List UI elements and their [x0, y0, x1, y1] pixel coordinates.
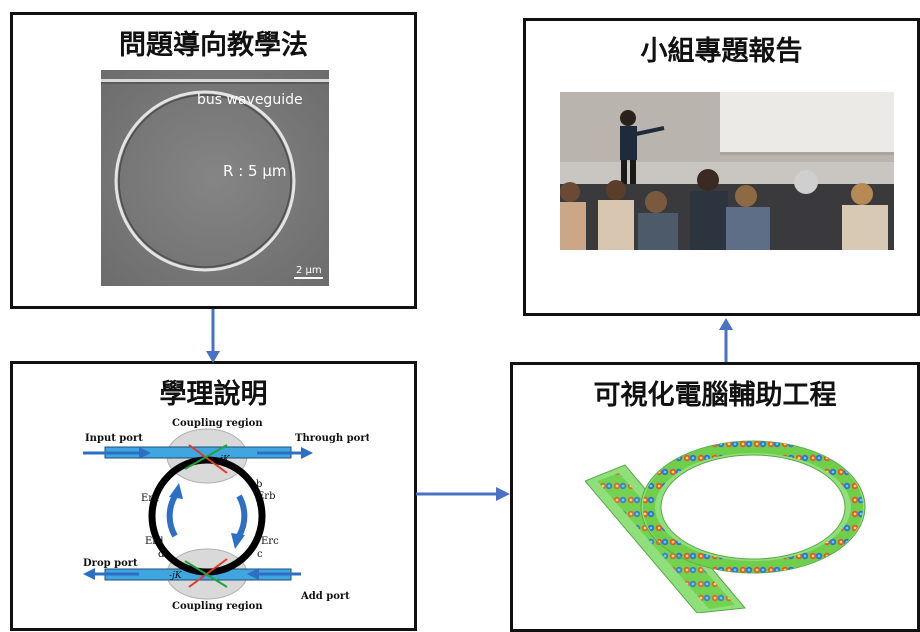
bus-waveguide-line — [101, 79, 329, 82]
cae-box: 可視化電腦輔助工程 — [510, 362, 920, 632]
kappa-bottom: -jK — [169, 571, 183, 581]
arrow-theory-to-cae — [416, 487, 510, 501]
coupling-label-top: Coupling region — [172, 418, 263, 429]
kappa-top: -jK — [217, 455, 231, 465]
port-a-label: a — [158, 479, 164, 490]
cae-field-simulation — [585, 440, 866, 613]
port-d-label: d — [158, 549, 165, 560]
sem-ring — [114, 90, 296, 272]
era-label: Era — [141, 493, 159, 504]
theory-title: 學理說明 — [159, 379, 268, 410]
arrow-pbl-to-theory — [206, 309, 220, 363]
port-b-label: b — [256, 479, 262, 490]
cae-title: 可視化電腦輔助工程 — [593, 380, 837, 411]
sem-ring-image: bus waveguide R : 5 μm 2 μm — [101, 70, 329, 286]
bus-label: bus waveguide — [197, 92, 303, 108]
ring-resonator-diagram: Coupling region Coupling region Input po… — [83, 418, 369, 611]
erd-label: Erd — [145, 536, 164, 547]
projection-screen — [720, 92, 894, 154]
erc-label: Erc — [261, 536, 279, 547]
port-c-label: c — [257, 549, 263, 560]
arrow-cae-to-report — [719, 318, 733, 362]
erb-label: Erb — [257, 491, 275, 502]
scale-label: 2 μm — [296, 265, 322, 276]
presentation-photo — [560, 92, 894, 250]
input-port-label: Input port — [85, 433, 143, 444]
pbl-title: 問題導向教學法 — [119, 30, 308, 61]
simulated-ring-inner — [660, 454, 846, 560]
report-title: 小組專題報告 — [640, 36, 803, 67]
coupling-label-bottom: Coupling region — [172, 601, 263, 611]
report-box: 小組專題報告 — [523, 18, 920, 316]
add-port-label: Add port — [300, 591, 350, 602]
radius-label: R : 5 μm — [223, 162, 286, 180]
drop-port-label: Drop port — [83, 558, 138, 569]
through-port-label: Through port — [295, 433, 369, 444]
speaker-head — [620, 110, 636, 126]
ring-resonator — [148, 456, 266, 576]
pbl-box: 問題導向教學法 bus waveguide R : 5 μm 2 μm — [10, 12, 417, 309]
theory-box: 學理說明 Coupling region Coupling region Inp… — [10, 361, 417, 631]
